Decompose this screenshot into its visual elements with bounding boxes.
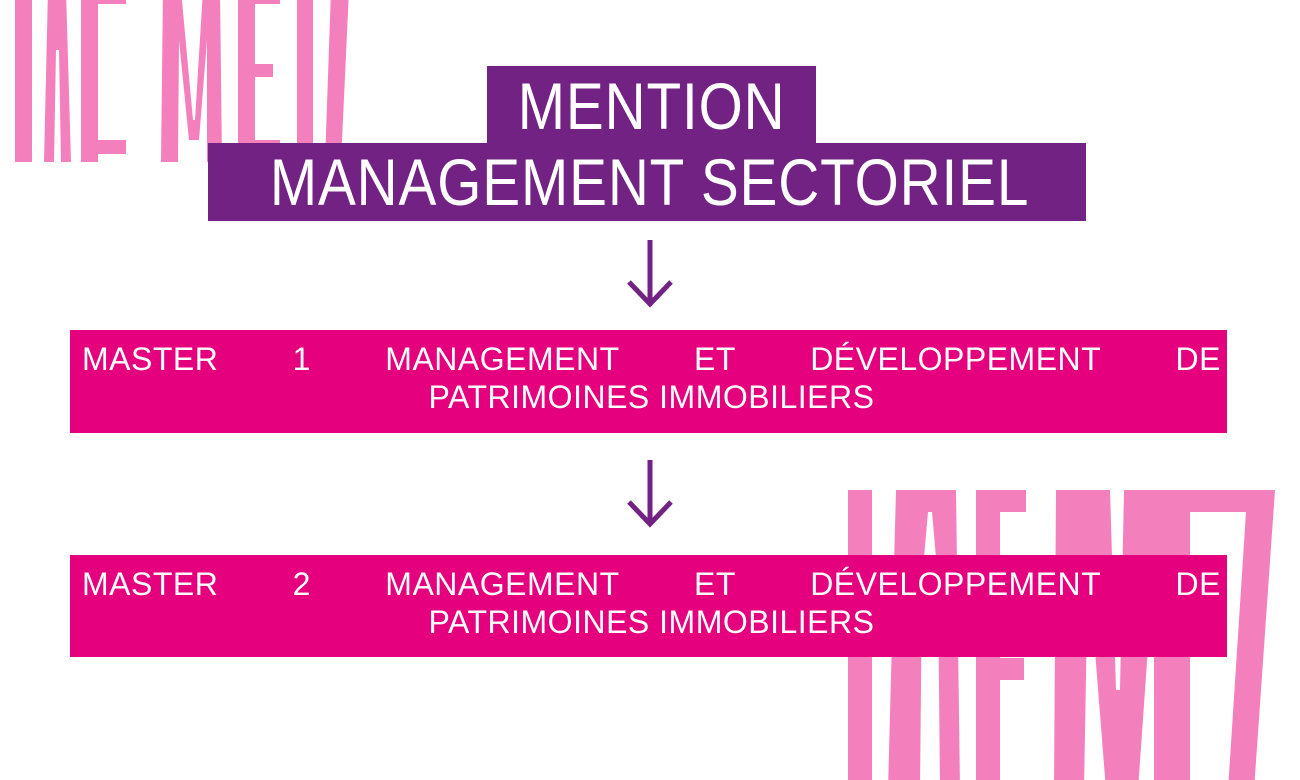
word: DÉVELOPPEMENT [810, 341, 1102, 377]
word: MANAGEMENT [385, 566, 620, 602]
word: 2 [292, 566, 311, 602]
master-1-subtitle: PATRIMOINES IMMOBILIERS [428, 379, 875, 415]
word: MASTER [82, 341, 219, 377]
word: ET [693, 566, 736, 602]
word: DÉVELOPPEMENT [810, 566, 1102, 602]
word: DE [1175, 341, 1221, 377]
master-1-title-line: MASTER 1 MANAGEMENT ET DÉVELOPPEMENT DE [82, 340, 1221, 378]
word: 1 [292, 341, 311, 377]
iae-metz-watermark-top [15, 0, 350, 162]
master-2-title-line: MASTER 2 MANAGEMENT ET DÉVELOPPEMENT DE [82, 565, 1221, 603]
iae-metz-logo-icon [15, 0, 349, 162]
arrow-down-icon [625, 458, 675, 528]
management-sectoriel-title-text: MANAGEMENT SECTORIEL [269, 145, 1030, 219]
word: ET [693, 341, 736, 377]
arrow-down-icon [625, 238, 675, 308]
word: MASTER [82, 566, 219, 602]
management-sectoriel-title: MANAGEMENT SECTORIEL [208, 143, 1086, 221]
master-1-box: MASTER 1 MANAGEMENT ET DÉVELOPPEMENT DE … [70, 330, 1227, 433]
mention-title-text: MENTION [517, 69, 786, 143]
word: MANAGEMENT [385, 341, 620, 377]
mention-title: MENTION [487, 66, 816, 144]
master-2-subtitle: PATRIMOINES IMMOBILIERS [428, 604, 875, 640]
master-2-box: MASTER 2 MANAGEMENT ET DÉVELOPPEMENT DE … [70, 555, 1227, 657]
word: DE [1175, 566, 1221, 602]
